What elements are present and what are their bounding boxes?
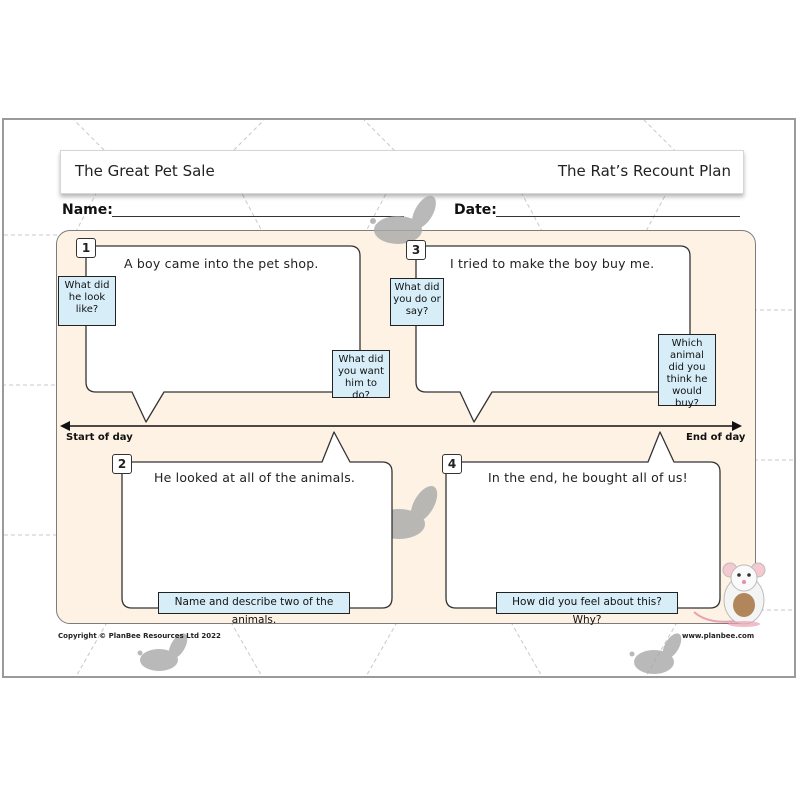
title-bar: The Great Pet Sale The Rat’s Recount Pla… [60, 150, 744, 194]
name-write-line[interactable] [112, 216, 404, 217]
prompt-what-did-you-do: What did you do or say? [390, 278, 444, 326]
panel-1-number-badge: 1 [76, 238, 96, 258]
prompt-how-did-you-feel: How did you feel about this? Why? [496, 592, 678, 626]
prompt-what-did-he-look-like: What did he look like? [58, 276, 116, 326]
panel-3-sentence: I tried to make the boy buy me. [450, 256, 655, 271]
mouse-mascot-icon [693, 562, 766, 627]
panel-2-sentence: He looked at all of the animals. [154, 470, 356, 485]
panel-4-number-badge: 4 [442, 454, 462, 474]
panel-4-sentence: In the end, he bought all of us! [488, 470, 688, 485]
prompt-name-two-animals: Name and describe two of the animals. [158, 592, 350, 626]
timeline-arrow [60, 421, 742, 431]
prompt-what-did-you-want: What did you want him to do? [332, 350, 390, 401]
copyright-notice: Copyright © PlanBee Resources Ltd 2022 [58, 632, 221, 640]
website-link[interactable]: www.planbee.com [682, 632, 755, 640]
worksheet-subtitle: The Rat’s Recount Plan [557, 162, 731, 180]
plan-frames [60, 195, 766, 674]
date-label: Date: [454, 202, 497, 218]
prompt-which-animal: Which animal did you think he would buy? [658, 334, 716, 409]
worksheet: The Great Pet Sale The Rat’s Recount Pla… [2, 118, 796, 678]
date-write-line[interactable] [496, 216, 740, 217]
timeline-start-label: Start of day [66, 432, 133, 443]
panel-2-number-badge: 2 [112, 454, 132, 474]
panel-1-sentence: A boy came into the pet shop. [124, 256, 319, 271]
timeline-end-label: End of day [686, 432, 746, 443]
name-label: Name: [62, 202, 113, 218]
panel-3-number-badge: 3 [406, 240, 426, 260]
worksheet-title: The Great Pet Sale [75, 162, 215, 180]
